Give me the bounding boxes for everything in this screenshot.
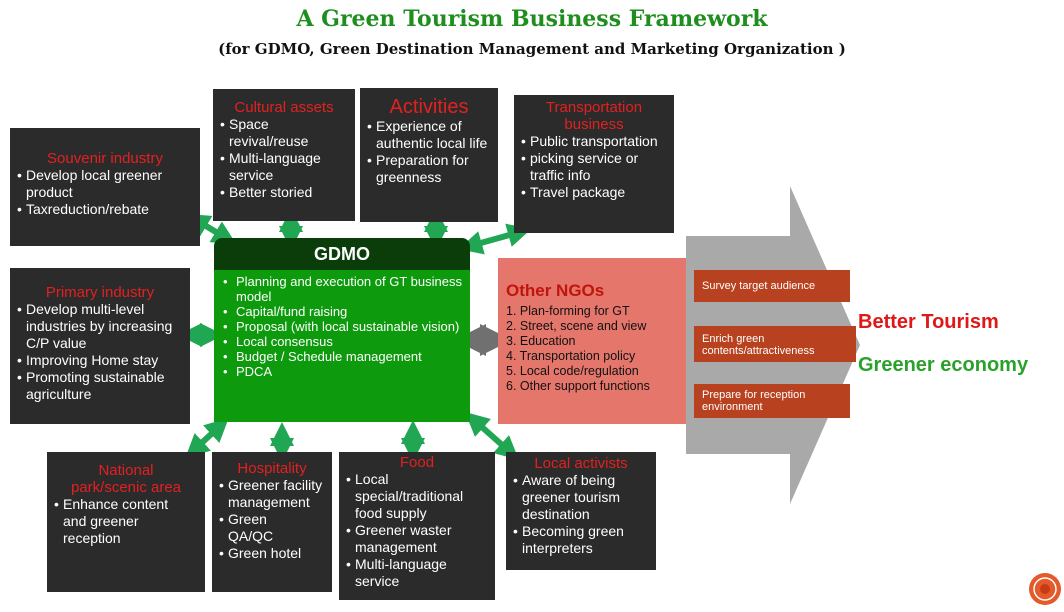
list-item: Greener waster management <box>346 522 489 556</box>
transportation-business-title: Transportation business <box>545 99 643 133</box>
cultural-assets-title: Cultural assets <box>234 99 334 116</box>
list-item: 4. Transportation policy <box>506 349 636 363</box>
list-item: Aware of being greener tourism destinati… <box>513 472 650 523</box>
list-item: Preparation for greenness <box>367 152 492 186</box>
food-title: Food <box>399 454 435 471</box>
gdmo-list: Planning and execution of GT business mo… <box>223 274 464 379</box>
better-tourism-label: Better Tourism <box>858 311 999 333</box>
list-item: Experience of authentic local life <box>367 118 492 152</box>
other-ngos-list: 1. Plan-forming for GT 2. Street, scene … <box>506 304 650 394</box>
list-item: 5. Local code/regulation <box>506 364 639 378</box>
list-item: 1. Plan-forming for GT <box>506 304 630 318</box>
primary-industry-box: Primary industry Develop multi-level ind… <box>10 268 190 424</box>
list-item: Space revival/reuse <box>220 116 349 150</box>
souvenir-industry-box: Souvenir industry Develop local greener … <box>10 128 200 246</box>
gdmo-box: Planning and execution of GT business mo… <box>214 270 470 422</box>
list-item: Public transportation <box>521 133 668 150</box>
outcome-reception: Prepare for reception environment <box>694 384 850 418</box>
list-item: Improving Home stay <box>17 352 184 369</box>
gdmo-title: GDMO <box>214 238 470 270</box>
list-item: Green QA/QC <box>219 511 288 545</box>
arrow-souvenir <box>185 213 237 245</box>
list-item: Greener facility management <box>219 477 326 511</box>
list-item: Becoming green interpreters <box>513 523 650 557</box>
arrow-national <box>185 417 229 459</box>
other-ngos-title: Other NGOs <box>506 281 605 300</box>
list-item: Develop multi-level industries by increa… <box>17 301 184 352</box>
list-item: Multi-language service <box>346 556 489 590</box>
list-item: Taxreduction/rebate <box>17 201 194 218</box>
list-item: Local consensus <box>223 334 464 349</box>
arrow-activists <box>465 412 519 460</box>
list-item: 3. Education <box>506 334 576 348</box>
list-item: 2. Street, scene and view <box>506 319 647 333</box>
primary-industry-list: Develop multi-level industries by increa… <box>16 301 184 403</box>
outcome-survey: Survey target audience <box>694 270 850 302</box>
list-item: Travel package <box>521 184 668 201</box>
activities-title: Activities <box>389 96 469 118</box>
activities-list: Experience of authentic local life Prepa… <box>366 118 492 186</box>
list-item: Budget / Schedule management <box>223 349 464 364</box>
primary-industry-title: Primary industry <box>45 284 155 301</box>
list-item: Green hotel <box>219 545 326 562</box>
corner-logo-icon <box>1029 573 1061 605</box>
list-item: Capital/fund raising <box>223 304 464 319</box>
cultural-assets-list: Space revival/reuse Multi-language servi… <box>219 116 349 201</box>
national-park-box: National park/scenic area Enhance conten… <box>47 452 205 592</box>
greener-economy-label: Greener economy <box>858 354 1029 376</box>
hospitality-box: Hospitality Greener facility management … <box>212 452 332 592</box>
hospitality-title: Hospitality <box>237 460 307 477</box>
national-park-title: National park/scenic area <box>70 462 182 496</box>
list-item: PDCA <box>223 364 464 379</box>
list-item: Proposal (with local sustainable vision) <box>223 319 464 334</box>
activities-box: Activities Experience of authentic local… <box>360 88 498 222</box>
other-ngos-box: Other NGOs 1. Plan-forming for GT 2. Str… <box>498 258 686 424</box>
list-item: Multi-language service <box>220 150 349 184</box>
list-item: Better storied <box>220 184 349 201</box>
list-item: picking service or traffic info <box>521 150 668 184</box>
national-park-list: Enhance content and greener reception <box>53 496 199 547</box>
outcome-enrich: Enrich green contents/attractiveness <box>694 326 856 362</box>
local-activists-list: Aware of being greener tourism destinati… <box>512 472 650 557</box>
cultural-assets-box: Cultural assets Space revival/reuse Mult… <box>213 89 355 221</box>
hospitality-list: Greener facility management Green QA/QC … <box>218 477 326 562</box>
transportation-business-box: Transportation business Public transport… <box>514 95 674 233</box>
local-activists-box: Local activists Aware of being greener t… <box>506 452 656 570</box>
list-item: 6. Other support functions <box>506 379 650 393</box>
arrow-transport <box>458 223 532 255</box>
transportation-business-list: Public transportation picking service or… <box>520 133 668 201</box>
souvenir-industry-title: Souvenir industry <box>47 150 163 167</box>
food-list: Local special/traditional food supply Gr… <box>345 471 489 590</box>
list-item: Develop local greener product <box>17 167 194 201</box>
local-activists-title: Local activists <box>534 455 628 472</box>
page-title: A Green Tourism Business Framework <box>296 6 768 32</box>
souvenir-industry-list: Develop local greener product Taxreducti… <box>16 167 194 218</box>
list-item: Enhance content and greener reception <box>54 496 183 547</box>
food-box: Food Local special/traditional food supp… <box>339 452 495 600</box>
page-subtitle: (for GDMO, Green Destination Management … <box>218 40 846 58</box>
list-item: Planning and execution of GT business mo… <box>223 274 464 304</box>
list-item: Promoting sustainable agriculture <box>17 369 184 403</box>
list-item: Local special/traditional food supply <box>346 471 489 522</box>
